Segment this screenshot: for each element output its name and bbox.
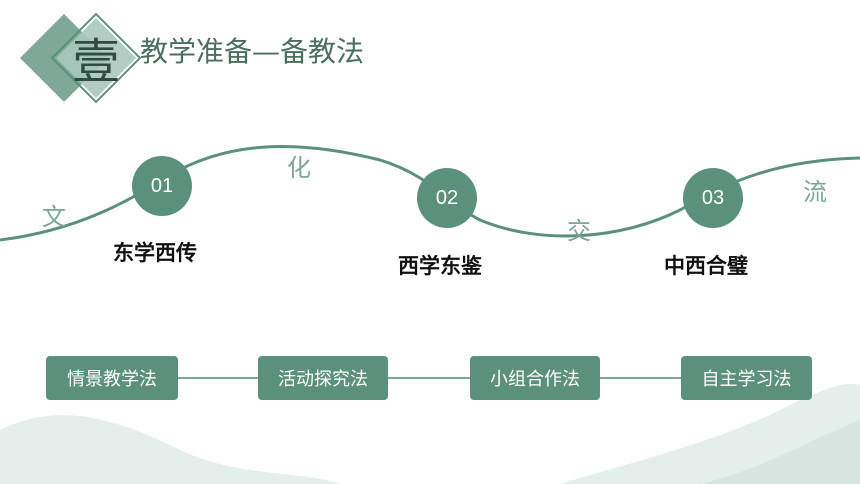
milestone-01-label: 东学西传 [113,241,197,265]
curve-char-hua: 化 [287,154,311,182]
milestone-03-label: 中西合璧 [664,254,748,278]
method-box-1: 情景教学法 [46,356,178,400]
section-number: 壹 [71,34,120,90]
method-box-2: 活动探究法 [258,356,388,400]
method-box-3: 小组合作法 [470,356,600,400]
milestone-02-circle: 02 [417,168,477,228]
page-title: 教学准备—备教法 [140,35,365,68]
milestone-01-circle: 01 [132,156,192,216]
curve-char-jiao: 交 [567,217,591,245]
section-badge: 壹 [12,8,142,108]
milestone-02-label: 西学东鉴 [398,254,482,278]
method-box-4: 自主学习法 [681,356,812,400]
milestone-03-circle: 03 [683,168,743,228]
methods-connector-line [170,377,690,379]
curve-char-wen: 文 [42,203,66,231]
curve-char-liu: 流 [803,178,827,206]
